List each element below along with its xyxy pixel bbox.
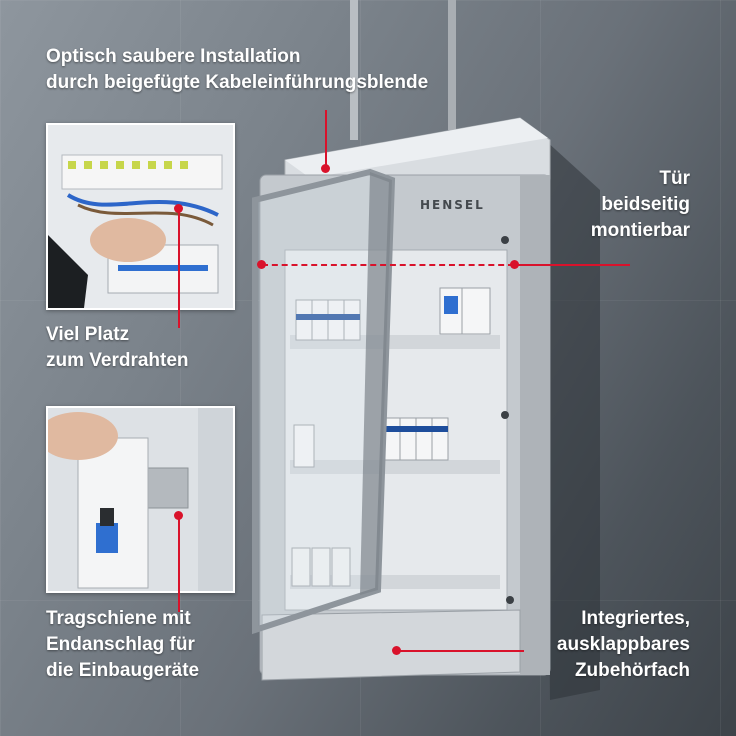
door-marker-left: [257, 260, 266, 269]
din-rail-line2: Endanschlag für: [46, 634, 195, 655]
wiring-leader-line: [178, 208, 180, 328]
wiring-space-callout: Viel Platz zum Verdrahten: [46, 322, 189, 374]
cable-cover-line1: Optisch saubere Installation: [46, 46, 301, 67]
brand-logo: HENSEL: [420, 198, 485, 212]
wiring-marker: [174, 204, 183, 213]
accessory-tray-line3: Zubehörfach: [574, 660, 690, 681]
wiring-inset-photo: [46, 123, 235, 310]
accessory-tray-leader-line: [396, 650, 524, 652]
wiring-space-line1: Viel Platz: [46, 324, 130, 345]
accessory-tray-line2: ausklappbares: [556, 634, 690, 655]
wiring-photo-illustration: [48, 125, 233, 308]
accessory-tray-callout: Integriertes, ausklappbares Zubehörfach: [557, 606, 690, 684]
wiring-space-line2: zum Verdrahten: [46, 350, 189, 371]
din-rail-line3: die Einbaugeräte: [46, 660, 200, 681]
cable-cover-callout: Optisch saubere Installation durch beige…: [46, 44, 428, 96]
door-leader-line: [514, 264, 630, 266]
cable-cover-leader-line: [325, 110, 327, 168]
cable-cover-marker: [321, 164, 330, 173]
din-rail-leader-line: [178, 516, 180, 612]
door-marker-right: [510, 260, 519, 269]
din-rail-inset-photo: [46, 406, 235, 593]
accessory-tray-line1: Integriertes,: [581, 608, 690, 629]
din-rail-line1: Tragschiene mit: [46, 608, 191, 629]
din-rail-marker: [174, 511, 183, 520]
door-line3: montierbar: [590, 220, 690, 241]
door-dashed-line: [262, 264, 514, 266]
door-line2: beidseitig: [601, 194, 690, 215]
door-callout: Tür beidseitig montierbar: [591, 166, 690, 244]
din-rail-callout: Tragschiene mit Endanschlag für die Einb…: [46, 606, 199, 684]
din-rail-photo-illustration: [48, 408, 233, 591]
door-line1: Tür: [659, 168, 690, 189]
cable-cover-line2: durch beigefügte Kabeleinführungsblende: [46, 72, 429, 93]
